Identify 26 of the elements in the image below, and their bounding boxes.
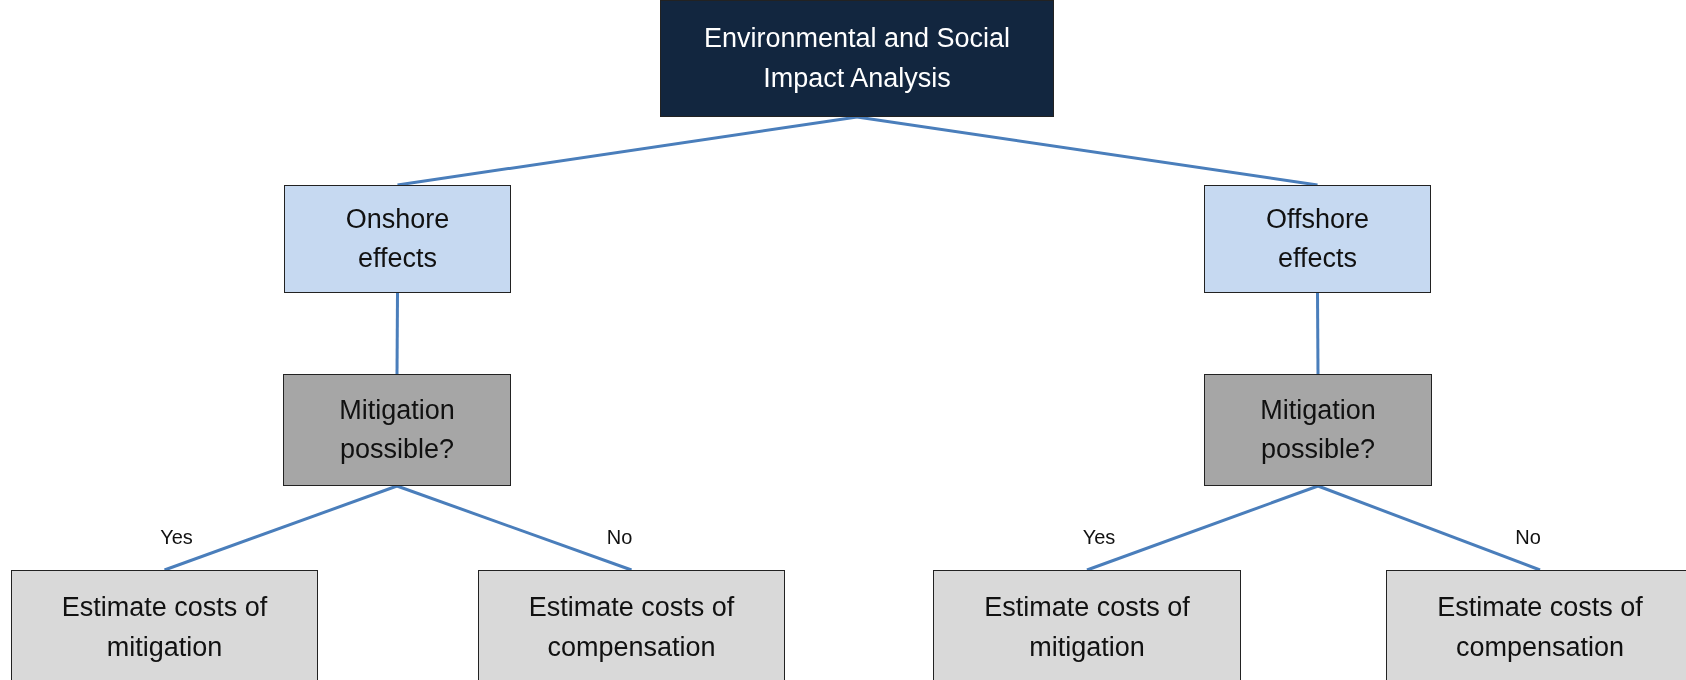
process-box bbox=[284, 185, 511, 293]
process-box bbox=[1386, 570, 1686, 680]
node-text: Estimate costs of mitigation bbox=[60, 591, 269, 664]
connector-line bbox=[1086, 484, 1319, 572]
node-text: Environmental and Social Impact Analysis bbox=[702, 22, 1012, 95]
connector-line bbox=[856, 115, 1318, 187]
decision-box bbox=[283, 374, 511, 486]
node-text: Mitigation possible? bbox=[1259, 393, 1377, 466]
process-box bbox=[660, 0, 1054, 117]
node-text: Onshore effects bbox=[344, 202, 451, 275]
connector-line bbox=[1316, 293, 1320, 374]
process-box bbox=[11, 570, 318, 680]
node-text: Mitigation possible? bbox=[338, 393, 456, 466]
connector-line bbox=[164, 484, 398, 572]
connector-line bbox=[395, 293, 399, 374]
process-box bbox=[478, 570, 785, 680]
connector-line bbox=[396, 484, 632, 572]
node-text: Estimate costs of compensation bbox=[527, 591, 736, 664]
process-box bbox=[1204, 185, 1431, 293]
decision-box bbox=[1204, 374, 1432, 486]
connector-line bbox=[397, 115, 858, 187]
node-text: Estimate costs of mitigation bbox=[983, 591, 1191, 664]
node-text: Offshore effects bbox=[1264, 202, 1371, 275]
node-text: Estimate costs of compensation bbox=[1436, 591, 1644, 664]
connector-line bbox=[1317, 484, 1541, 572]
process-box bbox=[933, 570, 1241, 680]
